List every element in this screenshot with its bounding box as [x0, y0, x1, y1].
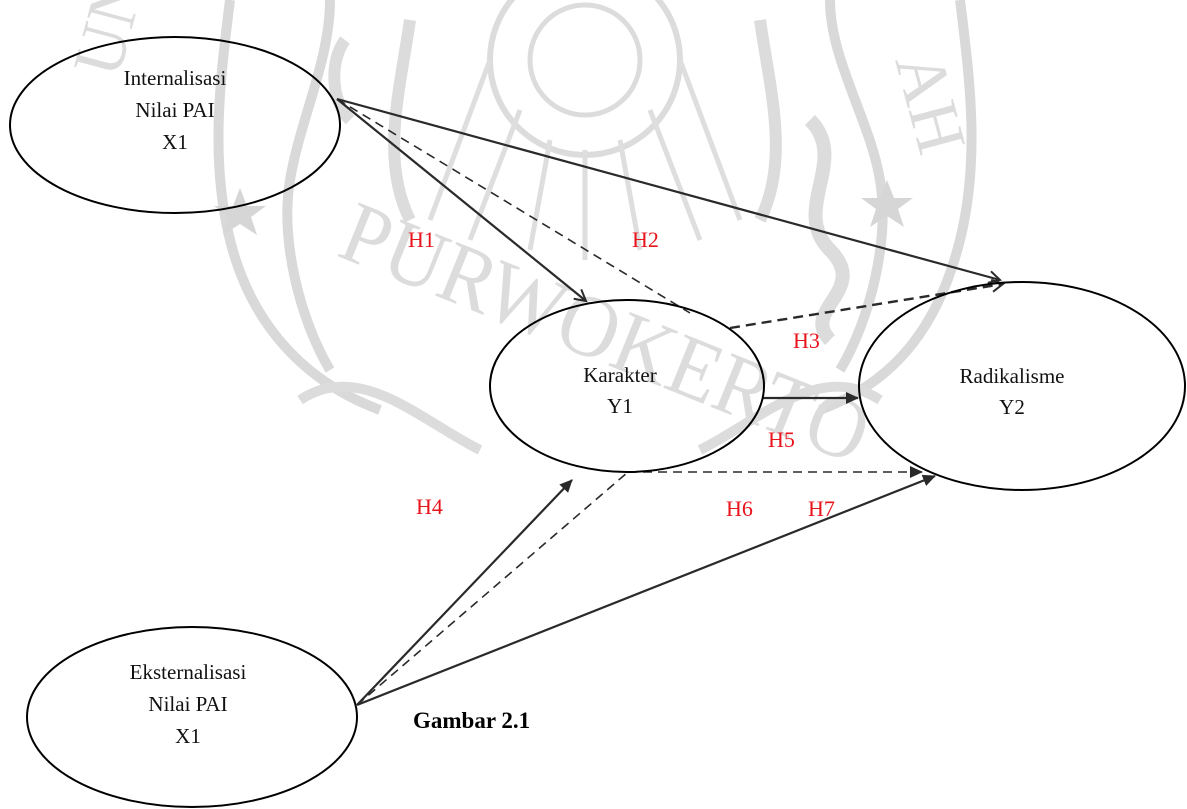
- node-internalisasi-ellipse: [9, 36, 341, 214]
- arrow-x1-to-y2: [336, 97, 1000, 280]
- label-h6: H6: [726, 496, 753, 521]
- star-left-icon: [214, 188, 266, 235]
- path-arrows: [336, 97, 1003, 707]
- node-internalisasi: Internalisasi Nilai PAI X1: [9, 36, 341, 214]
- node-internalisasi-line3: X1: [162, 130, 188, 154]
- node-internalisasi-line2: Nilai PAI: [135, 98, 214, 122]
- figure-caption: Gambar 2.1: [413, 708, 530, 733]
- node-karakter: Karakter Y1: [489, 299, 765, 473]
- node-eksternalisasi-line2: Nilai PAI: [148, 692, 227, 716]
- node-internalisasi-line1: Internalisasi: [124, 66, 227, 90]
- arrow-h1: [336, 98, 586, 301]
- node-radikalisme-line2: Y2: [999, 395, 1025, 419]
- node-karakter-ellipse: [489, 299, 765, 473]
- node-radikalisme-line1: Radikalisme: [960, 364, 1065, 388]
- label-h3: H3: [793, 328, 820, 353]
- node-radikalisme: Radikalisme Y2: [858, 281, 1186, 491]
- star-right-icon: [861, 180, 913, 227]
- arrow-h7: [356, 474, 936, 707]
- node-eksternalisasi: Eksternalisasi Nilai PAI X1: [26, 626, 358, 808]
- label-h7: H7: [808, 496, 835, 521]
- node-eksternalisasi-ellipse: [26, 626, 358, 808]
- hypothesis-labels: H1 H2 H3 H4 H5 H6 H7: [408, 227, 835, 521]
- node-radikalisme-ellipse: [858, 281, 1186, 491]
- arrow-h2-dashed: [336, 98, 691, 314]
- node-karakter-line2: Y1: [607, 394, 633, 418]
- arrow-h4: [356, 479, 573, 706]
- label-h4: H4: [416, 494, 443, 519]
- node-eksternalisasi-line3: X1: [175, 724, 201, 748]
- label-h2: H2: [632, 227, 659, 252]
- label-h1: H1: [408, 227, 435, 252]
- label-h5: H5: [768, 427, 795, 452]
- node-eksternalisasi-line1: Eksternalisasi: [130, 660, 247, 684]
- node-karakter-line1: Karakter: [583, 363, 656, 387]
- arrow-x2-to-y1-dashed: [356, 471, 629, 706]
